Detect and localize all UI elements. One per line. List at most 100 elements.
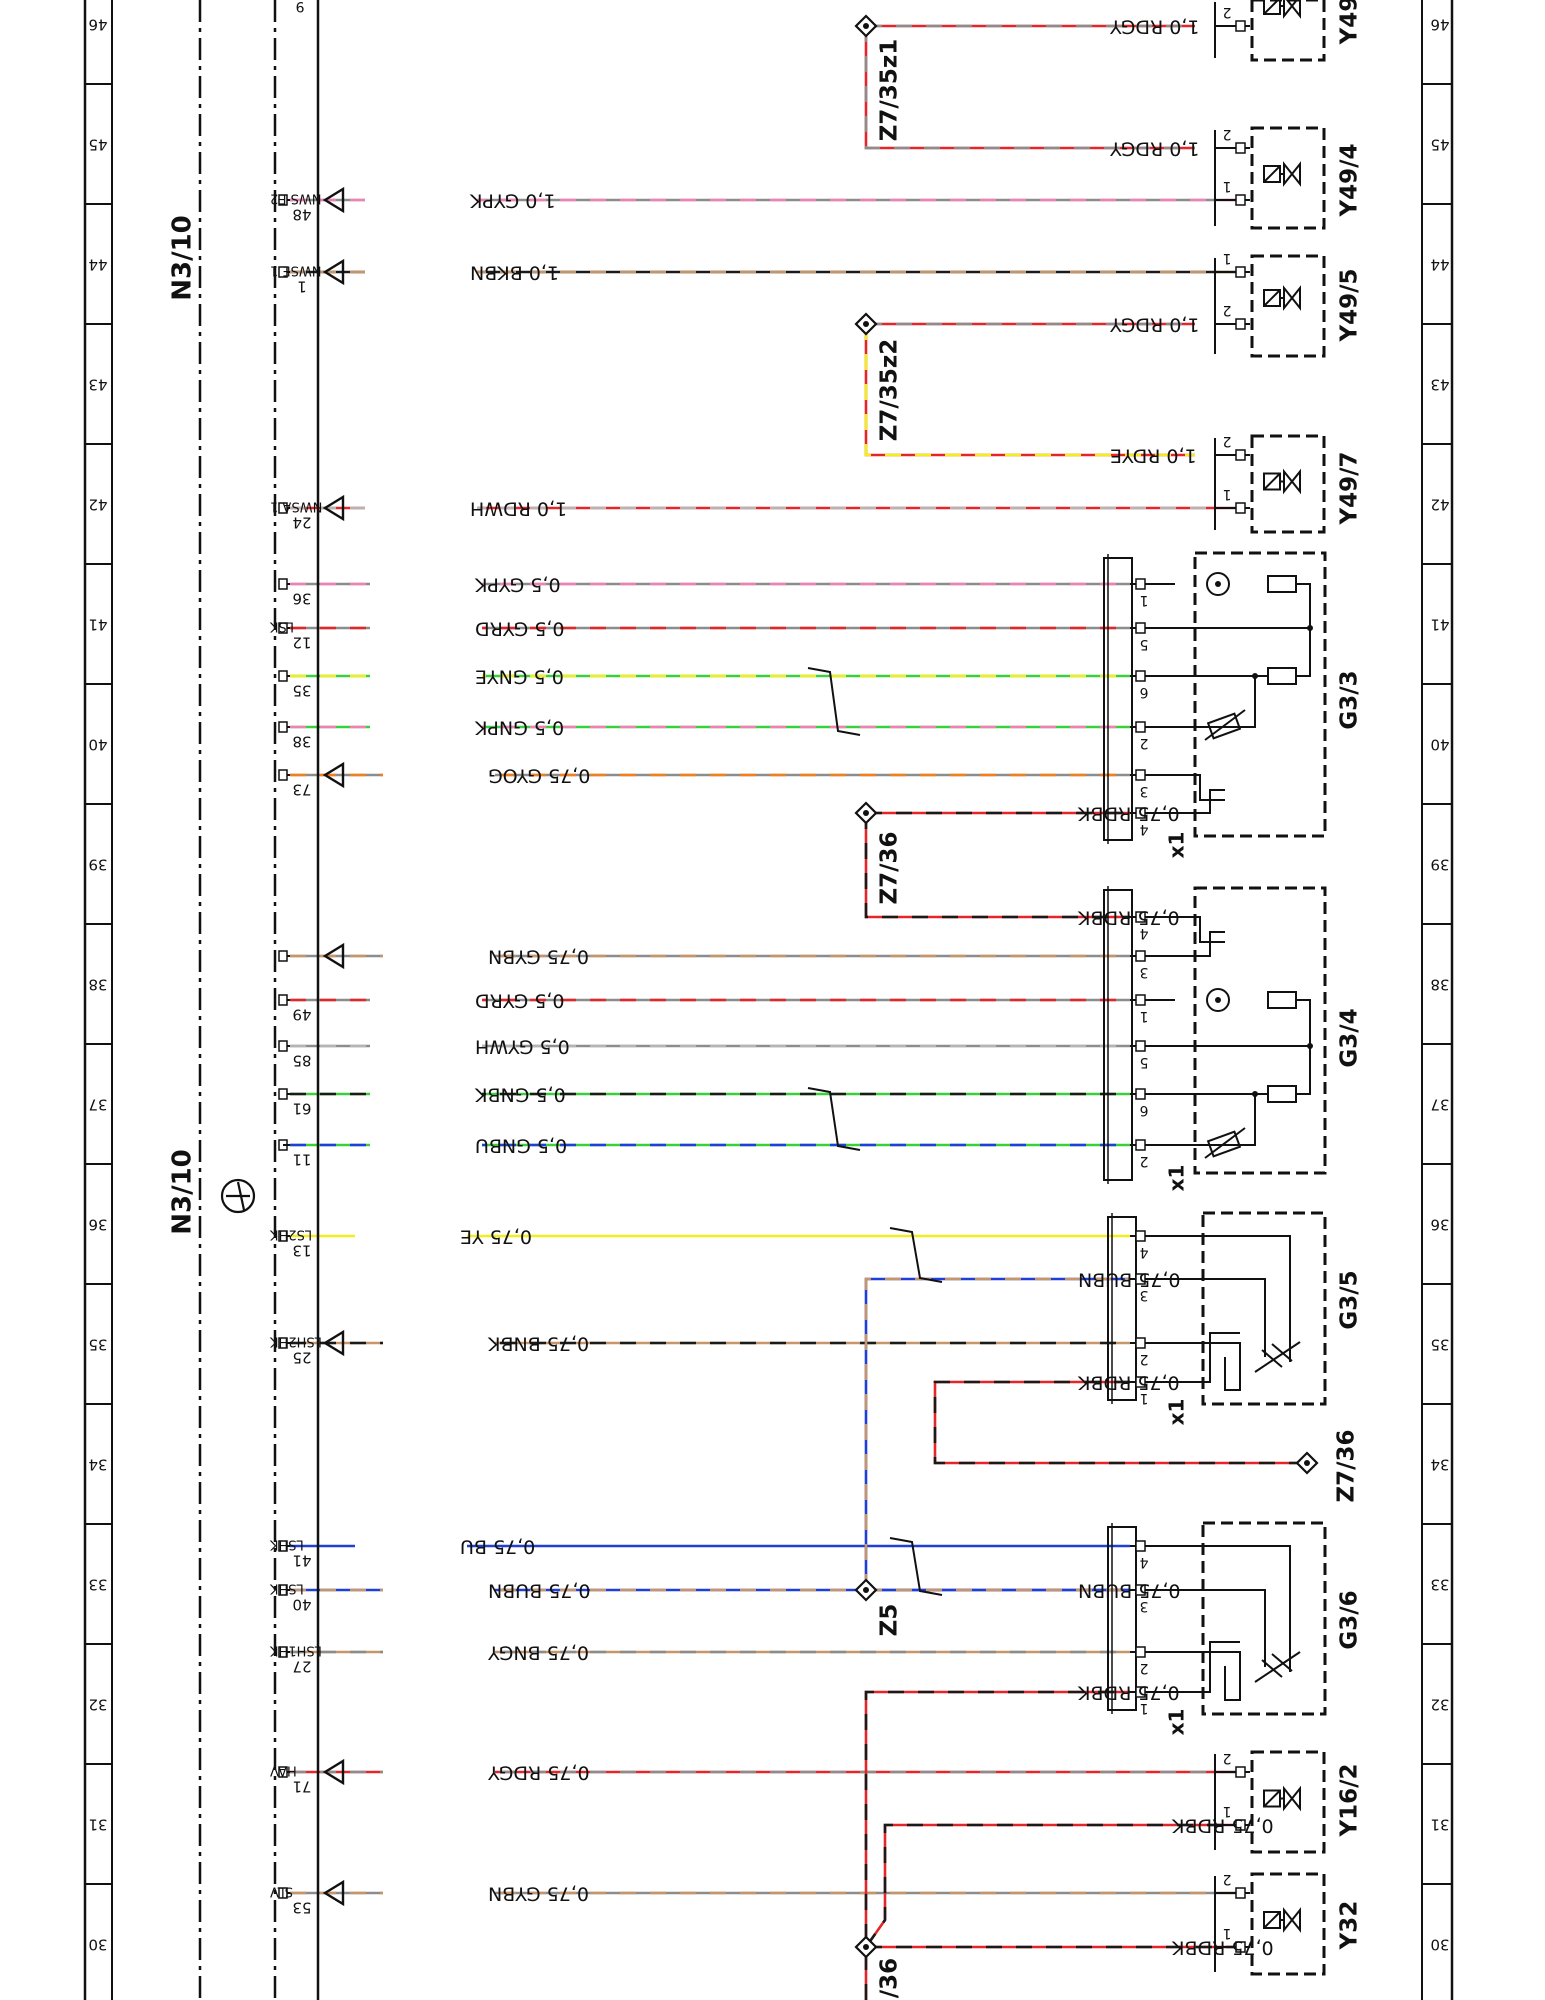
ground-junction-icon-dot — [863, 23, 869, 29]
sensor-internal — [1296, 1046, 1311, 1095]
ground-wire-stripe — [864, 1277, 1130, 1590]
sensor-pin-number: 1 — [1140, 592, 1149, 608]
grid-number-right: 46 — [1430, 16, 1449, 34]
grid-number-right: 30 — [1430, 1936, 1449, 1954]
sensor-pin-box — [1135, 1646, 1146, 1658]
signal-pin-number: 73 — [292, 781, 311, 799]
sensor-pin-number: 6 — [1139, 684, 1148, 700]
signal-label-bg — [370, 989, 482, 1011]
ground-junction-icon-dot — [863, 1944, 869, 1950]
ground-label: Z7/35z2 — [877, 339, 903, 441]
ground-wire — [864, 813, 1130, 919]
grid-number-left: 40 — [88, 736, 107, 754]
ground-wire-label: 0,75 BUBN — [1078, 1269, 1181, 1291]
resistor-icon — [1267, 991, 1297, 1009]
signal-wire-label: 1,0 GYPK — [469, 190, 555, 212]
ground-junction-icon-dot — [863, 321, 869, 327]
signal-wire-label: 0,75 GYOG — [488, 765, 590, 787]
transistor-icon-leg — [236, 1181, 246, 1211]
ground-wire — [864, 1823, 1240, 1948]
sensor-pin-number: 4 — [1139, 1554, 1148, 1570]
valve-pin-number: 2 — [1223, 302, 1232, 318]
sensor-pin-number: 3 — [1140, 1287, 1149, 1303]
signal-wire-label: 1,0 BKBN — [470, 262, 559, 284]
resistor-icon — [1267, 667, 1297, 685]
grid-number-right: 41 — [1430, 616, 1449, 634]
grid-number-right: 35 — [1430, 1336, 1449, 1354]
signal-pin-box — [278, 1766, 288, 1778]
ground-wire-stripe — [864, 1690, 1130, 2000]
signal-label-bg — [365, 497, 477, 519]
signal-pin-box — [278, 994, 288, 1006]
ground-wire-stripe — [864, 324, 1195, 457]
signal-label-bg — [370, 1083, 482, 1105]
grid-number-left: 35 — [88, 1336, 107, 1354]
signal-pin-number: 13 — [292, 1242, 311, 1260]
variable-resistor-arrow — [1204, 709, 1246, 741]
signal-arrow-icon — [322, 186, 345, 214]
sensor-pin-box — [1135, 807, 1146, 819]
sensor-circle-dot — [1215, 997, 1221, 1003]
grid-number-left: 42 — [88, 496, 107, 514]
component-label: G3/5 — [1337, 1270, 1363, 1329]
grid-number-right: 34 — [1430, 1456, 1449, 1474]
signal-wire-label: 0,5 GYRD — [475, 618, 564, 640]
ground-wire-label: 0,75 RDBK — [1077, 907, 1179, 929]
signal-pin-number: 61 — [292, 1100, 311, 1118]
valve-pin-box — [1235, 1941, 1246, 1953]
signal-label-bg — [383, 1761, 495, 1783]
signal-pin-number: 71 — [292, 1778, 311, 1796]
signal-label-bg — [370, 573, 482, 595]
signal-pin-box — [278, 1646, 288, 1658]
ground-wire-stripe — [933, 1380, 1307, 1465]
signal-wire-label: 0,75 BU — [460, 1536, 535, 1558]
sensor-internal — [1175, 1278, 1266, 1357]
module-label-lower: N3/10 — [168, 1149, 198, 1235]
valve-pin-number: 1 — [1223, 250, 1232, 266]
ground-wire-label: 1,0 RDGY — [1110, 314, 1200, 336]
grid-number-left: 39 — [88, 856, 107, 874]
connector-label: x1 — [1165, 1709, 1189, 1736]
solenoid-valve-icon — [1263, 287, 1301, 309]
signal-pin-box — [278, 1887, 288, 1899]
ground-wire-label: 0,75 RDBK — [1077, 803, 1179, 825]
signal-wire-label: 0,75 YE — [460, 1226, 532, 1248]
variable-resistor-arrow — [1204, 1127, 1246, 1159]
connector-label: x1 — [1165, 1165, 1189, 1192]
signal-pin-box — [278, 950, 288, 962]
sensor-pin-box — [1135, 994, 1146, 1006]
signal-wire-label: 0,75 BNGY — [488, 1642, 589, 1664]
sensor-pin-number: 5 — [1140, 1054, 1149, 1070]
signal-arrow-icon — [322, 1879, 345, 1907]
grid-number-left: 30 — [88, 1936, 107, 1954]
signal-label-bg — [370, 716, 482, 738]
sensor-pin-box — [1135, 1337, 1146, 1349]
component-label: Y49 — [1337, 0, 1363, 45]
signal-label-bg — [355, 1535, 467, 1557]
sensor-circle-dot — [1215, 581, 1221, 587]
signal-wire-label: 0,5 GYPK — [474, 574, 560, 596]
sensor-internal — [1175, 1545, 1291, 1672]
sensor-pin-number: 5 — [1140, 636, 1149, 652]
signal-name: HAV — [270, 1763, 297, 1778]
sensor-pin-box — [1135, 1088, 1146, 1100]
signal-pin-number: 12 — [292, 634, 311, 652]
signal-wire-label: 0,5 GNBU — [475, 1135, 567, 1157]
grid-number-right: 45 — [1430, 136, 1449, 154]
signal-pin-number: 11 — [292, 1151, 311, 1169]
signal-pin-number: 53 — [292, 1899, 311, 1917]
sensor-heater-icon — [1175, 1332, 1241, 1391]
resistor-icon — [1267, 1085, 1297, 1103]
grid-number-right: 33 — [1430, 1576, 1449, 1594]
signal-pin-number: 49 — [292, 1006, 311, 1024]
sensor-heater-icon — [1175, 916, 1225, 957]
solenoid-valve-icon — [1263, 163, 1301, 185]
valve-pin-number: 1 — [1223, 1925, 1232, 1941]
sensor-heater-icon — [1175, 774, 1225, 814]
sensor-pin-box — [1135, 911, 1146, 923]
signal-pin-box — [278, 578, 288, 590]
sensor-pin-box — [1135, 1540, 1146, 1552]
ground-label: Z7/36 — [877, 831, 903, 904]
junction-dot — [1307, 1043, 1313, 1049]
